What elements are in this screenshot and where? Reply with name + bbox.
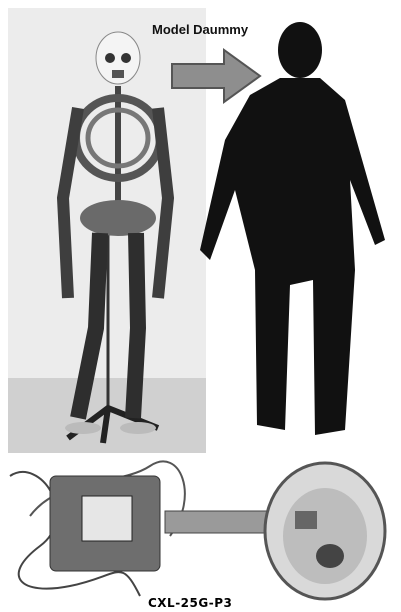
sensor-label: CXL-25G-P3	[148, 596, 232, 610]
model-dummy-label: Model Daummy	[152, 22, 248, 37]
sensor-board-photo	[0, 456, 401, 612]
right-arrow-icon	[168, 46, 264, 106]
